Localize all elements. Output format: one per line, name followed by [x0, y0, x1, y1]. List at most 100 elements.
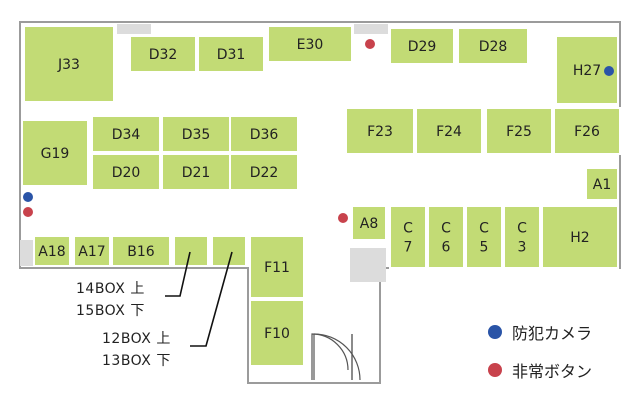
booth-rect	[585, 167, 619, 201]
box14-note-line1: 14BOX 上	[76, 281, 145, 297]
leader-lines	[165, 251, 233, 347]
legend-emergency: 非常ボタン	[488, 358, 592, 382]
booth-g19: G19	[21, 119, 89, 187]
booth-f10: F10	[249, 299, 305, 367]
booth-rect	[465, 205, 503, 269]
booth-rect	[21, 119, 89, 187]
booth-label: F25	[506, 124, 532, 140]
booth-a18: A18	[33, 235, 71, 267]
booth-label: F24	[436, 124, 462, 140]
booth-d22: D22	[229, 153, 299, 191]
booth-rect	[229, 153, 299, 191]
booth-f23: F23	[345, 107, 415, 155]
booth-d21: D21	[161, 153, 231, 191]
booth-f25: F25	[485, 107, 553, 155]
booth-label: A17	[78, 244, 105, 260]
booth-rect	[485, 107, 553, 155]
booth-rect	[129, 35, 197, 73]
booth-e30: E30	[267, 25, 353, 63]
booth-label: F11	[264, 260, 290, 276]
booth-rect	[249, 235, 305, 299]
booth-label: B16	[127, 244, 155, 260]
booth-rect	[389, 27, 455, 65]
booth-rect	[351, 205, 387, 241]
emergency-marker	[338, 213, 348, 223]
booth-d29: D29	[389, 27, 455, 65]
booth-label: D20	[112, 165, 141, 181]
booth-rect	[91, 153, 161, 191]
booth-label: D34	[112, 127, 141, 143]
booth-rect	[161, 153, 231, 191]
booth-rect	[197, 35, 265, 73]
booth-rect	[229, 115, 299, 153]
booth-label: D31	[217, 47, 246, 63]
booth-f24: F24	[415, 107, 483, 155]
legend-emergency-label: 非常ボタン	[512, 362, 593, 381]
booth-f11: F11	[249, 235, 305, 299]
booth-d32: D32	[129, 35, 197, 73]
booth-f26: F26	[553, 107, 621, 155]
legend-camera-label: 防犯カメラ	[512, 324, 593, 343]
booth-rect	[33, 235, 71, 267]
door-right-leaf	[311, 333, 353, 380]
booth-label: E30	[297, 37, 324, 53]
booth-rect	[73, 235, 111, 267]
booth-rect	[427, 205, 465, 269]
booth-label: D28	[479, 39, 508, 55]
booth-label: F23	[367, 124, 393, 140]
booth-d35: D35	[161, 115, 231, 153]
booth-label: A8	[360, 216, 378, 232]
booth-label: H2	[570, 230, 589, 246]
booth-rect	[91, 115, 161, 153]
booth-rect	[111, 235, 171, 267]
booth-d36: D36	[229, 115, 299, 153]
booth-box14	[173, 235, 209, 267]
booth-rect	[267, 25, 353, 63]
booth-rect	[553, 107, 621, 155]
booth-label: F26	[574, 124, 600, 140]
booth-label: D35	[182, 127, 211, 143]
booth-label: D21	[182, 165, 211, 181]
booth-label: A1	[593, 177, 611, 193]
box12-note-line1: 12BOX 上	[102, 331, 171, 347]
booth-rect	[249, 299, 305, 367]
booth-label: D29	[408, 39, 437, 55]
booth-rect	[345, 107, 415, 155]
booth-h2: H2	[541, 205, 619, 269]
booth-d31: D31	[197, 35, 265, 73]
booth-b16: B16	[111, 235, 171, 267]
booth-rect	[503, 205, 541, 269]
booth-rect	[173, 235, 209, 267]
booth-a1: A1	[585, 167, 619, 201]
emergency-marker	[23, 207, 33, 217]
markers	[23, 39, 614, 223]
booth-d28: D28	[457, 27, 529, 65]
booth-rect	[457, 27, 529, 65]
booth-a17: A17	[73, 235, 111, 267]
booth-j33: J33	[23, 25, 115, 103]
booth-label: F10	[264, 326, 290, 342]
emergency-dot-icon	[488, 363, 502, 377]
camera-marker	[23, 192, 33, 202]
pillars	[20, 24, 388, 282]
booth-label: J33	[57, 57, 80, 73]
booth-label: D32	[149, 47, 178, 63]
booth-d20: D20	[91, 153, 161, 191]
box14-note-line2: 15BOX 下	[76, 303, 145, 319]
walls	[19, 21, 621, 384]
booth-a8: A8	[351, 205, 387, 241]
booth-label: A18	[38, 244, 65, 260]
emergency-marker	[365, 39, 375, 49]
booth-d34: D34	[91, 115, 161, 153]
booth-rect	[541, 205, 619, 269]
camera-marker	[604, 66, 614, 76]
box12-note-line2: 13BOX 下	[102, 353, 171, 369]
